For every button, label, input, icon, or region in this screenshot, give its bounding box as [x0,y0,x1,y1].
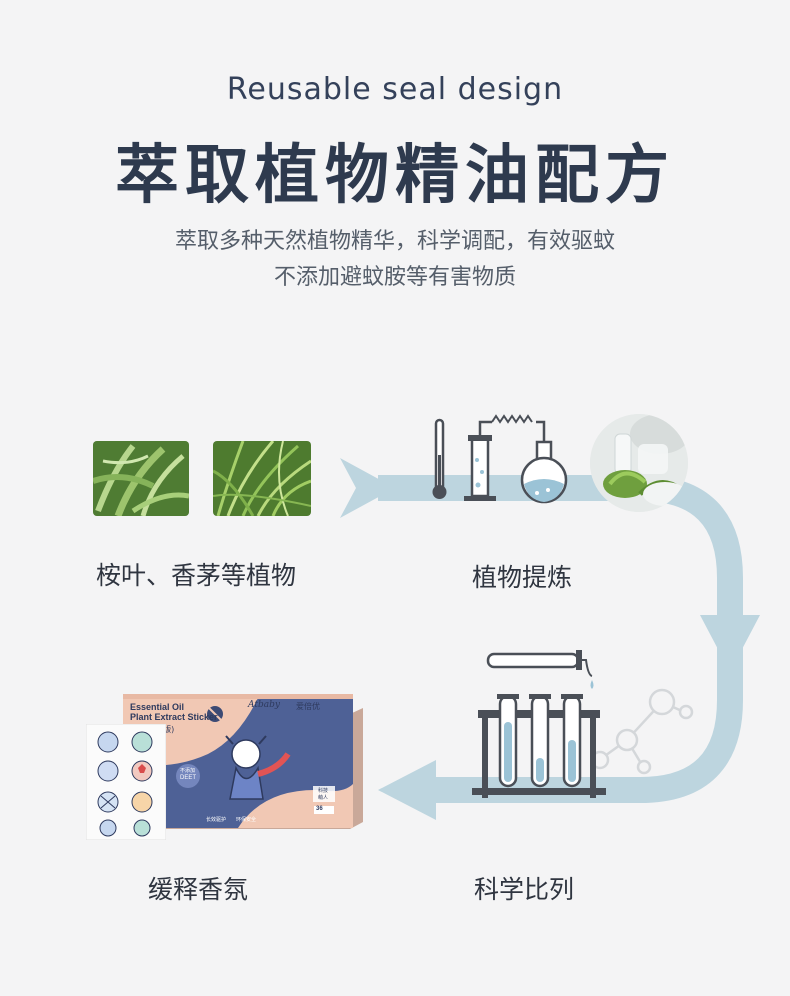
description: 萃取多种天然植物精华，科学调配，有效驱蚊 不添加避蚊胺等有害物质 [0,224,790,296]
step-label-release: 缓释香氛 [148,875,249,904]
product-name-line-2: Plant Extract Sticker [130,712,218,722]
product-brand-cn: 爱倍优 [296,702,320,711]
sticker-sheet [86,724,166,840]
arrow-entry-icon [340,458,395,518]
product-footer-b: 环保安全 [236,817,257,823]
arrow-left-icon [378,760,436,820]
product-name-line-1: Essential Oil [130,702,185,712]
deet-badge-text: DEET [180,775,197,781]
corner-tag-line-1: 科技 [318,788,329,794]
product-brand: Atbaby [248,700,280,710]
eucalyptus-leaf-photo [93,441,189,516]
deet-badge-cn: 不添加 [180,768,196,774]
lab-distillation-icon [432,414,568,504]
step-label-formula: 科学比列 [474,875,575,904]
page-title: 萃取植物精油配方 [115,139,675,213]
product-count: 36 [316,806,323,812]
corner-tag-line-2: 萌人 [318,795,329,801]
lab-plant-photo [590,414,688,512]
subtitle-en: Reusable seal design [226,72,564,107]
description-line-1: 萃取多种天然植物精华，科学调配，有效驱蚊 [174,229,615,254]
description-line-2: 不添加避蚊胺等有害物质 [273,265,516,290]
test-tube-rack-icon [472,650,694,798]
arrow-down-icon [700,615,760,672]
step-label-extraction: 植物提炼 [472,563,573,592]
product-box-image: Atbaby 爱倍优 Essential Oil Plant Extract S… [86,694,363,840]
product-footer-a: 长效驱护 [206,817,227,823]
step-label-plants: 桉叶、香茅等植物 [96,561,297,590]
lemongrass-photo [213,441,311,516]
